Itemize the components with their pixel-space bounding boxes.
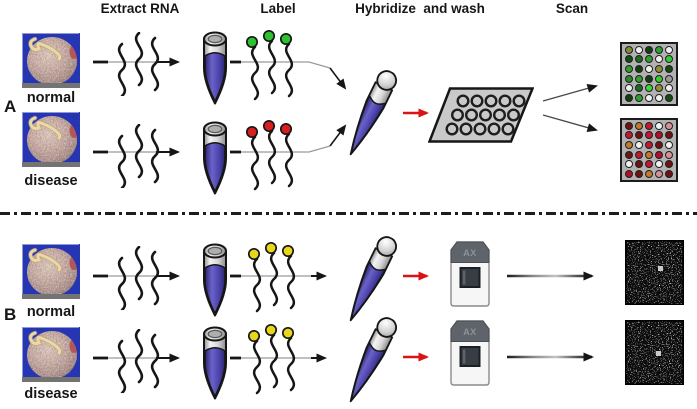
panel-divider xyxy=(0,212,697,215)
hybridization-tube-icon-a xyxy=(352,66,384,167)
step-header-extract-rna: Extract RNA xyxy=(100,1,180,16)
tube-icon-b-normal xyxy=(202,242,228,320)
sample-label-a-disease: disease xyxy=(24,173,78,189)
tube-icon-a-disease xyxy=(202,120,228,198)
hybridization-tube-icon-b-disease xyxy=(352,313,384,409)
panel-a-label: A xyxy=(4,97,17,116)
sample-label-b-disease: disease xyxy=(24,386,78,402)
arrow-chip-to-scan-normal xyxy=(507,271,594,281)
sample-label-b-normal: normal xyxy=(26,304,76,320)
labeled-rna-icon-red xyxy=(243,119,305,191)
tube-icon-a-normal xyxy=(202,30,228,108)
labeled-rna-icon-yellow-normal xyxy=(245,241,307,313)
rna-squiggles-icon-b-disease xyxy=(111,329,167,393)
sample-label-a-normal: normal xyxy=(26,90,76,106)
tissue-photo-a-disease xyxy=(22,112,80,167)
scanned-array-green xyxy=(620,42,678,106)
arrow-b-disease-extract xyxy=(93,353,180,363)
genechip-icon-normal xyxy=(450,241,490,307)
red-arrow-a-hybridize xyxy=(403,108,429,118)
labeled-rna-icon-green xyxy=(243,29,305,101)
genechip-icon-disease xyxy=(450,320,490,386)
tube-icon-b-disease xyxy=(202,325,228,403)
rna-squiggles-icon-a-disease xyxy=(111,124,167,188)
red-arrow-b-disease xyxy=(403,352,429,362)
step-header-scan: Scan xyxy=(555,1,589,16)
scan-image-disease xyxy=(625,320,684,385)
arrow-chip-to-scan-disease xyxy=(507,352,594,362)
tissue-photo-b-normal xyxy=(22,244,80,299)
tissue-photo-b-disease xyxy=(22,327,80,382)
rna-squiggles-icon-b-normal xyxy=(111,246,167,310)
step-header-hybridize-wash: Hybridize and wash xyxy=(355,1,485,16)
microarray-slide-icon xyxy=(428,87,534,143)
arrow-a-disease-extract xyxy=(93,147,180,157)
scanned-array-red xyxy=(620,118,678,182)
arrow-slide-to-red-scan xyxy=(542,114,598,133)
arrow-slide-to-green-scan xyxy=(542,83,598,102)
red-arrow-b-normal xyxy=(403,271,429,281)
step-header-label: Label xyxy=(260,1,296,16)
scan-image-normal xyxy=(625,240,684,305)
labeled-rna-icon-yellow-disease xyxy=(245,323,307,395)
tissue-photo-a-normal xyxy=(22,33,80,88)
panel-b-label: B xyxy=(4,305,17,324)
rna-squiggles-icon-a-normal xyxy=(111,32,167,96)
